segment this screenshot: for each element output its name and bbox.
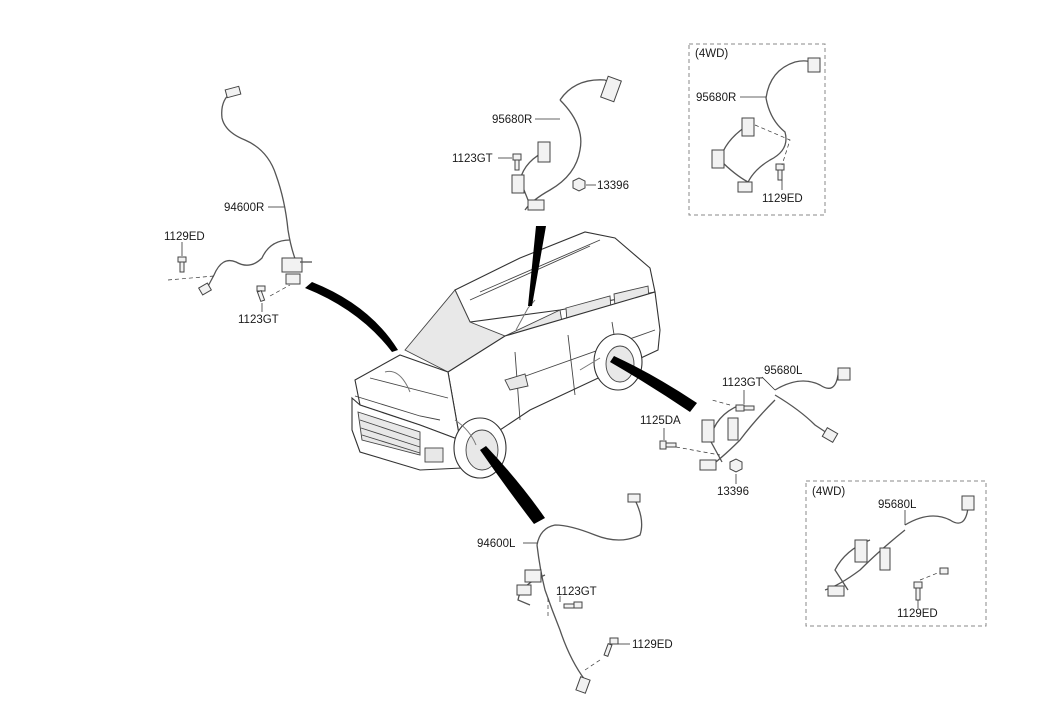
vehicle-illustration (351, 231, 661, 479)
label-95680L-4wd: 95680L (878, 499, 917, 511)
label-1123GT-rear-left: 1123GT (722, 377, 763, 389)
label-1123GT-front-left: 1123GT (238, 314, 279, 326)
label-95680L: 95680L (764, 365, 803, 377)
label-94600L: 94600L (477, 538, 516, 550)
assembly-95680R-4wd (711, 57, 821, 193)
label-95680R: 95680R (492, 114, 532, 126)
label-1129ED-rear-right-4wd: 1129ED (762, 193, 803, 205)
assembly-94600L (516, 493, 643, 694)
label-13396-rear-right: 13396 (597, 180, 629, 192)
assembly-94600R (167, 85, 312, 312)
label-4wd-rear-right: (4WD) (695, 48, 728, 60)
label-1129ED-rear-left-4wd: 1129ED (897, 608, 938, 620)
label-94600R: 94600R (224, 202, 264, 214)
location-pointers (305, 226, 697, 524)
assembly-95680R (498, 75, 622, 211)
assembly-95680L-4wd (824, 495, 975, 608)
assembly-95680L (659, 367, 851, 484)
label-95680R-4wd: 95680R (696, 92, 736, 104)
label-1125DA: 1125DA (640, 415, 681, 427)
label-4wd-rear-left: (4WD) (812, 486, 845, 498)
label-1129ED-front-left: 1129ED (164, 231, 205, 243)
label-1129ED-front-right: 1129ED (632, 639, 673, 651)
box-4wd-rear-right (688, 43, 826, 216)
label-1123GT-front-right: 1123GT (556, 586, 597, 598)
label-1123GT-rear-right: 1123GT (452, 153, 493, 165)
label-13396-rear-left: 13396 (717, 486, 749, 498)
box-4wd-rear-left (805, 480, 987, 627)
